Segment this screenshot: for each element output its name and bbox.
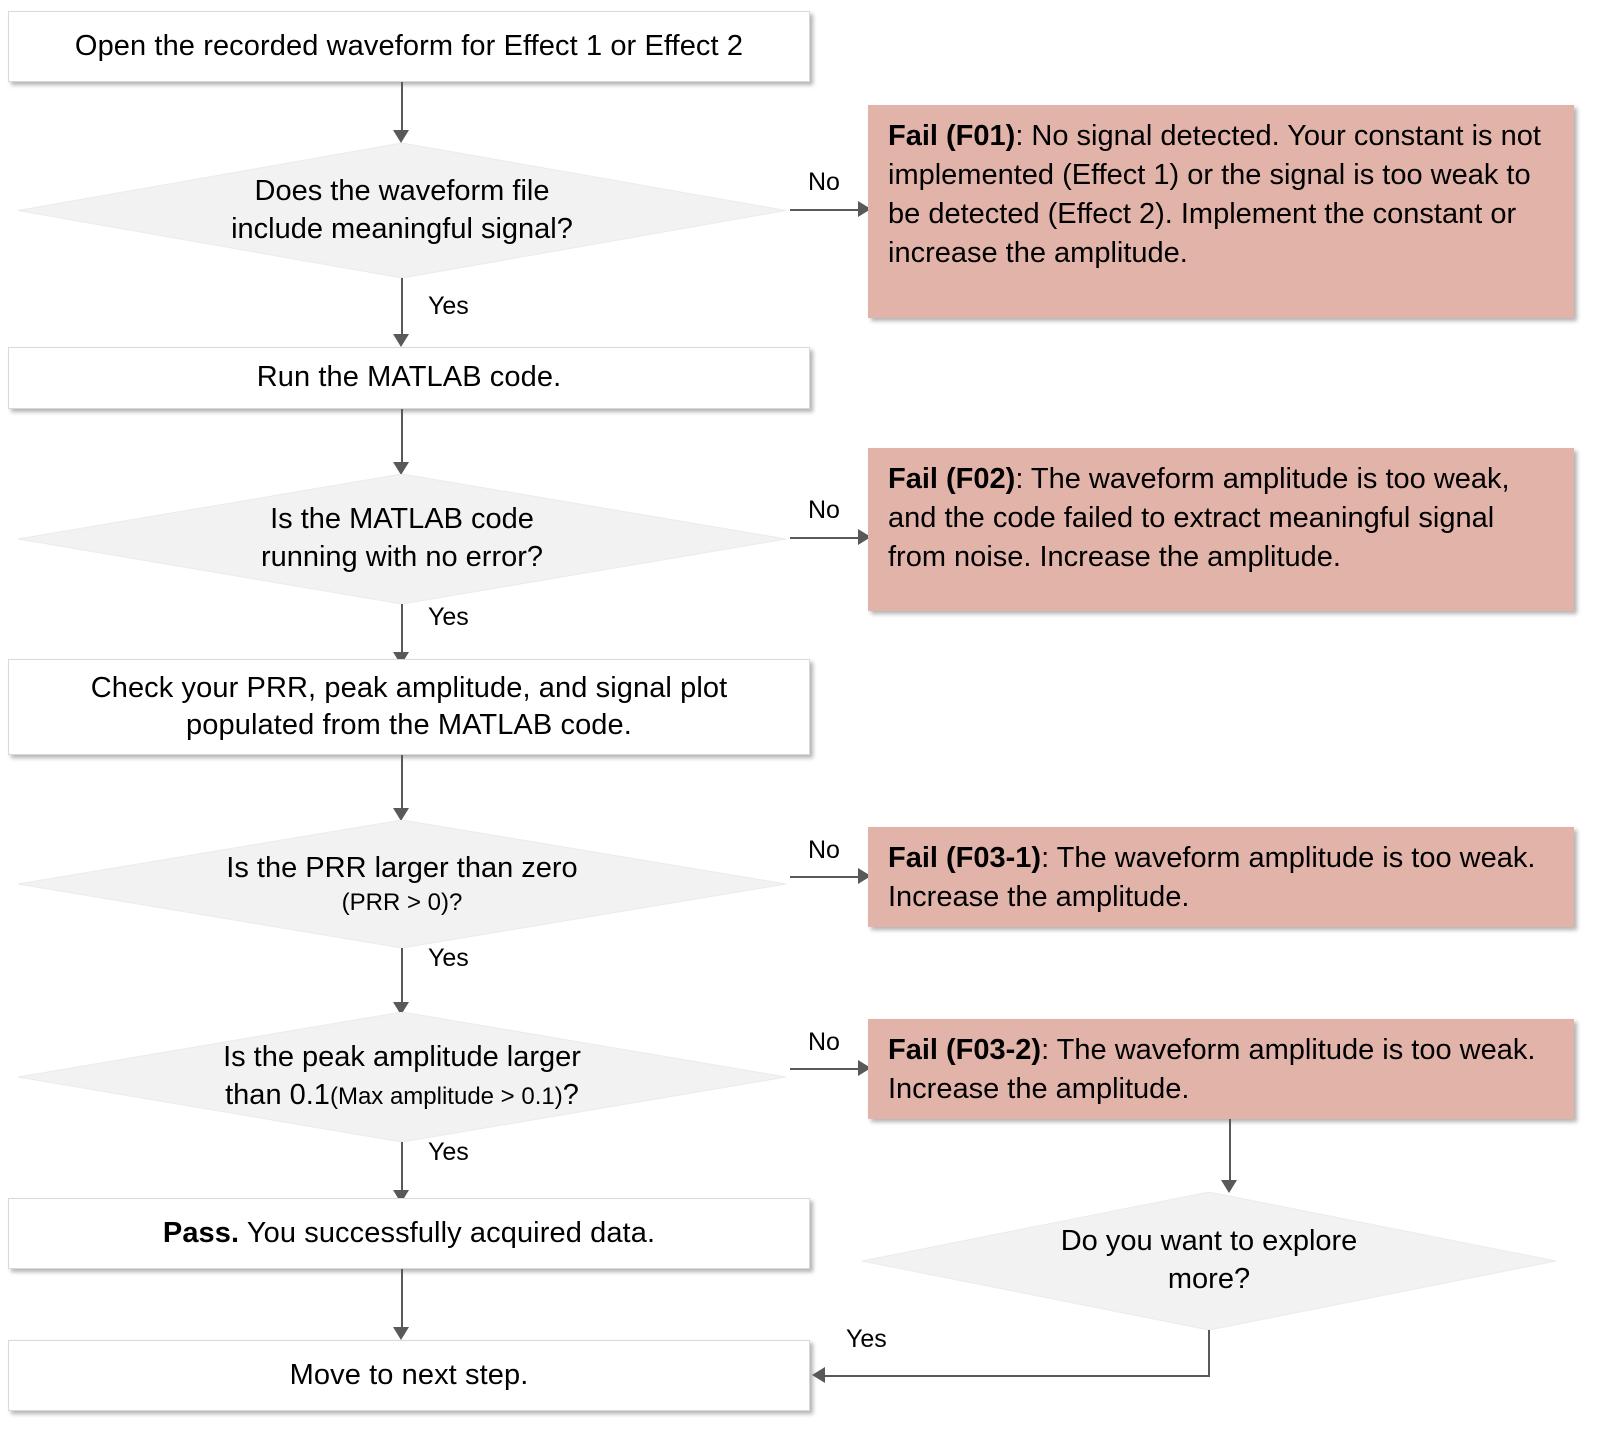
decision-4-line-2: than 0.1(Max amplitude > 0.1)?	[102, 1077, 701, 1115]
decision-explore-more[interactable]: Do you want to explore more?	[862, 1192, 1556, 1330]
decision-1-line-1: Does the waveform file	[254, 174, 550, 207]
fail-f01-rest: : No signal detected. Your constant is n…	[888, 120, 1541, 269]
connector-d1-to-f01	[790, 209, 860, 211]
decision-5-line-2: more?	[1167, 1263, 1251, 1295]
connector-d2-to-check	[401, 604, 403, 654]
arrow-f03-2-to-d5	[1221, 1180, 1237, 1193]
decision-1-line-2: include meaningful signal?	[231, 212, 573, 245]
decision-2-line-2: running with no error?	[260, 541, 544, 573]
node-pass-rest: You successfully acquired data.	[239, 1216, 656, 1249]
edge-label-yes-3: Yes	[428, 944, 469, 972]
edge-label-yes-4: Yes	[428, 1138, 469, 1166]
connector-d5-down	[1208, 1330, 1210, 1376]
decision-explore-more-label: Do you want to explore more?	[928, 1223, 1489, 1298]
decision-4-line-1: Is the peak amplitude larger	[223, 1041, 581, 1074]
arrow-d5-to-next	[812, 1367, 825, 1383]
decision-4-line-2-post: ?	[562, 1079, 579, 1111]
decision-prr-greater-than-zero[interactable]: Is the PRR larger than zero (PRR > 0)?	[18, 820, 786, 948]
arrow-d3-to-f03-1	[858, 868, 871, 884]
decision-prr-label: Is the PRR larger than zero (PRR > 0)?	[92, 850, 711, 919]
decision-5-line-1: Do you want to explore	[1060, 1225, 1358, 1258]
fail-f03-2-rest: : The waveform amplitude is too weak. In…	[888, 1034, 1536, 1105]
connector-f03-2-to-d5	[1229, 1119, 1231, 1182]
fail-f02-text: Fail (F02): The waveform amplitude is to…	[888, 460, 1558, 577]
connector-run-to-d2	[401, 409, 403, 464]
node-run-matlab-label: Run the MATLAB code.	[256, 361, 562, 394]
diamond-shape-3	[18, 820, 786, 948]
fail-f02-bold: Fail (F02)	[888, 463, 1016, 495]
decision-matlab-no-error-label: Is the MATLAB code running with no error…	[92, 501, 711, 576]
arrow-d2-to-f02	[858, 529, 871, 545]
decision-peak-amplitude-label: Is the peak amplitude larger than 0.1(Ma…	[92, 1039, 711, 1114]
decision-matlab-no-error[interactable]: Is the MATLAB code running with no error…	[18, 474, 786, 604]
decision-4-line-2-pre: than 0.1	[225, 1079, 330, 1111]
connector-check-to-d3	[401, 755, 403, 810]
connector-d2-to-f02	[790, 537, 860, 539]
decision-3-line-1: Is the PRR larger than zero	[226, 851, 578, 884]
fail-box-f02[interactable]: Fail (F02): The waveform amplitude is to…	[868, 448, 1574, 611]
edge-label-no-4: No	[808, 1028, 840, 1056]
diamond-shape-5	[862, 1192, 1556, 1330]
fail-f03-1-bold: Fail (F03-1)	[888, 842, 1042, 874]
fail-box-f01[interactable]: Fail (F01): No signal detected. Your con…	[868, 105, 1574, 318]
fail-f03-1-rest: : The waveform amplitude is too weak. In…	[888, 842, 1536, 913]
decision-meaningful-signal-label: Does the waveform file include meaningfu…	[92, 173, 711, 248]
fail-f01-text: Fail (F01): No signal detected. Your con…	[888, 117, 1558, 272]
arrow-d4-to-f03-2	[858, 1060, 871, 1076]
node-pass-bold: Pass.	[162, 1216, 240, 1249]
edge-label-yes-1: Yes	[428, 292, 469, 320]
decision-3-line-2: (PRR > 0)?	[341, 889, 463, 917]
node-run-matlab[interactable]: Run the MATLAB code.	[8, 347, 810, 409]
arrow-run-to-d2	[393, 462, 409, 475]
fail-box-f03-1[interactable]: Fail (F03-1): The waveform amplitude is …	[868, 827, 1574, 927]
connector-pass-to-next	[401, 1269, 403, 1329]
edge-label-no-1: No	[808, 168, 840, 196]
fail-f03-2-bold: Fail (F03-2)	[888, 1034, 1042, 1066]
node-pass[interactable]: Pass. You successfully acquired data.	[8, 1198, 810, 1269]
connector-d1-to-run	[401, 278, 403, 336]
node-move-next-step-label: Move to next step.	[289, 1358, 529, 1391]
diamond-shape-2	[18, 474, 786, 604]
node-check-results[interactable]: Check your PRR, peak amplitude, and sign…	[8, 659, 810, 755]
diamond-shape-4	[18, 1012, 786, 1142]
node-open-waveform[interactable]: Open the recorded waveform for Effect 1 …	[8, 11, 810, 82]
arrow-check-to-d3	[393, 808, 409, 821]
edge-label-yes-2: Yes	[428, 603, 469, 631]
fail-f03-2-text: Fail (F03-2): The waveform amplitude is …	[888, 1031, 1558, 1109]
decision-4-line-2-small: (Max amplitude > 0.1)	[329, 1083, 563, 1110]
connector-d3-to-d4	[401, 948, 403, 1004]
connector-start-to-d1	[401, 82, 403, 132]
fail-f03-1-text: Fail (F03-1): The waveform amplitude is …	[888, 839, 1558, 917]
edge-label-yes-5: Yes	[846, 1325, 887, 1353]
edge-label-no-3: No	[808, 836, 840, 864]
decision-peak-amplitude[interactable]: Is the peak amplitude larger than 0.1(Ma…	[18, 1012, 786, 1142]
node-check-results-label: Check your PRR, peak amplitude, and sign…	[91, 670, 728, 744]
arrow-pass-to-next	[393, 1327, 409, 1340]
decision-meaningful-signal[interactable]: Does the waveform file include meaningfu…	[18, 143, 786, 278]
node-check-line-1: Check your PRR, peak amplitude, and sign…	[90, 671, 728, 704]
arrow-d3-to-d4	[393, 1002, 409, 1015]
connector-d4-to-f03-2	[790, 1068, 860, 1070]
node-open-waveform-label: Open the recorded waveform for Effect 1 …	[74, 29, 744, 62]
fail-f02-rest: : The waveform amplitude is too weak, an…	[888, 463, 1510, 573]
arrow-start-to-d1	[393, 130, 409, 143]
fail-f01-bold: Fail (F01)	[888, 120, 1016, 152]
connector-d5-to-next	[824, 1375, 1210, 1377]
diamond-shape-1	[18, 143, 786, 278]
node-pass-label: Pass. You successfully acquired data.	[163, 1215, 655, 1252]
connector-d3-to-f03-1	[790, 876, 860, 878]
node-check-line-2: populated from the MATLAB code.	[186, 709, 632, 741]
arrow-d1-to-f01	[858, 201, 871, 217]
fail-box-f03-2[interactable]: Fail (F03-2): The waveform amplitude is …	[868, 1019, 1574, 1119]
node-move-next-step[interactable]: Move to next step.	[8, 1340, 810, 1411]
connector-d4-to-pass	[401, 1142, 403, 1192]
decision-2-line-1: Is the MATLAB code	[270, 503, 534, 536]
edge-label-no-2: No	[808, 496, 840, 524]
arrow-d1-to-run	[393, 334, 409, 347]
